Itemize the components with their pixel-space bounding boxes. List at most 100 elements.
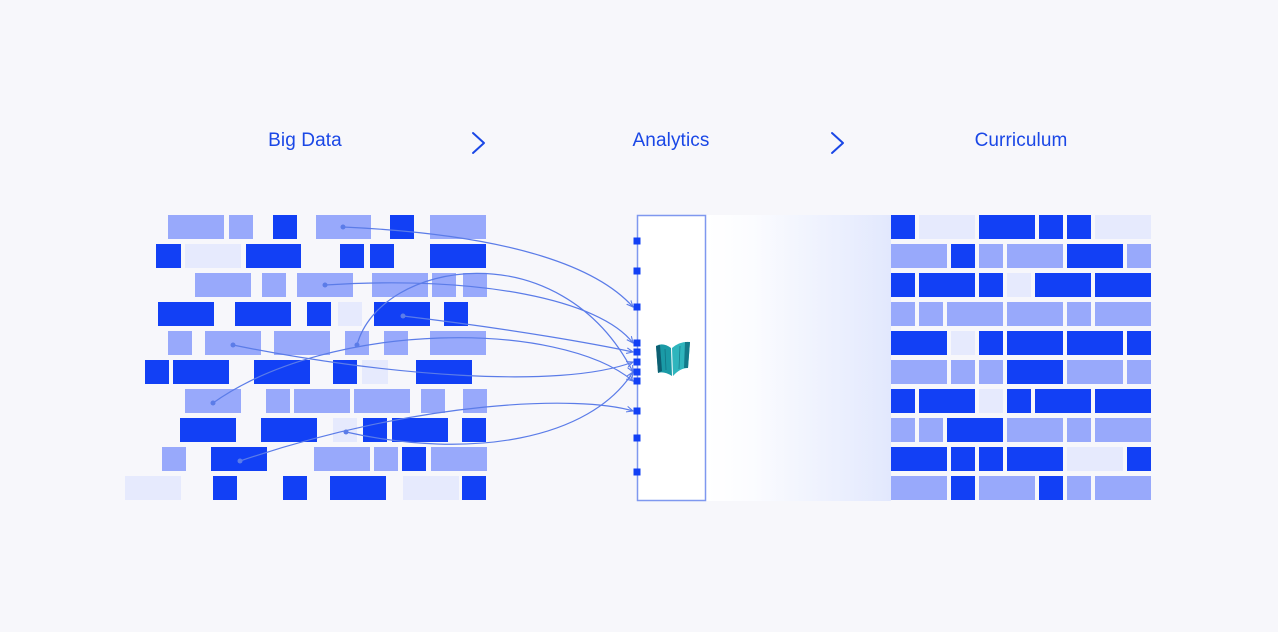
curriculum-block: [919, 389, 975, 413]
analytics-panel: [636, 214, 707, 502]
data-block: [462, 476, 486, 500]
curriculum-block: [1095, 215, 1151, 239]
data-block: [262, 273, 286, 297]
curriculum-block: [891, 331, 947, 355]
connector-line: [239, 402, 633, 462]
data-block: [274, 331, 330, 355]
curriculum-block: [1035, 389, 1091, 413]
curriculum-block: [1035, 273, 1091, 297]
data-block: [462, 418, 486, 442]
data-connectors: [210, 224, 634, 464]
curriculum-block: [1007, 360, 1063, 384]
big-data-blocks: [125, 215, 487, 500]
curriculum-block: [979, 447, 1003, 471]
connector-line: [324, 282, 633, 343]
data-block: [362, 360, 388, 384]
curriculum-block: [951, 331, 975, 355]
connector-origin-dot: [230, 342, 236, 348]
curriculum-block: [1127, 360, 1151, 384]
curriculum-block: [951, 360, 975, 384]
input-port: [633, 358, 641, 366]
curriculum-block: [979, 389, 1003, 413]
curriculum-block: [979, 215, 1035, 239]
data-block: [340, 244, 364, 268]
input-port: [633, 407, 641, 415]
curriculum-block: [1039, 476, 1063, 500]
connector-line: [345, 372, 633, 445]
input-port: [633, 303, 641, 311]
curriculum-block: [1067, 244, 1123, 268]
data-block: [421, 389, 445, 413]
input-port: [633, 339, 641, 347]
curriculum-block: [1007, 418, 1063, 442]
connector-origin-dot: [237, 458, 243, 464]
stage-label-analytics: Analytics: [632, 130, 710, 151]
curriculum-block: [947, 418, 1003, 442]
curriculum-block: [1067, 215, 1091, 239]
data-block: [235, 302, 291, 326]
curriculum-block: [1007, 273, 1031, 297]
curriculum-block: [891, 447, 947, 471]
data-block: [173, 360, 229, 384]
stage-label-big-data: Big Data: [268, 130, 342, 151]
curriculum-block: [1007, 302, 1063, 326]
data-block: [213, 476, 237, 500]
curriculum-block: [919, 273, 975, 297]
data-block: [370, 244, 394, 268]
curriculum-block: [1007, 389, 1031, 413]
curriculum-block: [1095, 302, 1151, 326]
data-block: [430, 244, 486, 268]
data-block: [416, 360, 472, 384]
data-block: [294, 389, 350, 413]
data-block: [374, 447, 398, 471]
connector-line: [402, 315, 633, 352]
curriculum-block: [1127, 244, 1151, 268]
connector-origin-dot: [210, 400, 216, 406]
curriculum-block: [1067, 476, 1091, 500]
input-port: [633, 468, 641, 476]
curriculum-block: [891, 360, 947, 384]
connector-line: [342, 226, 633, 307]
curriculum-block: [1127, 447, 1151, 471]
transform-gradient-band: [706, 215, 891, 501]
curriculum-block: [1007, 447, 1063, 471]
curriculum-block: [1095, 418, 1151, 442]
chevron-right-icon: [831, 132, 844, 154]
curriculum-block: [891, 418, 915, 442]
data-block: [283, 476, 307, 500]
data-block: [246, 244, 301, 268]
curriculum-block: [947, 302, 1003, 326]
data-block: [354, 389, 410, 413]
data-block: [145, 360, 169, 384]
data-block: [229, 215, 253, 239]
input-port: [633, 267, 641, 275]
connector-line: [232, 344, 633, 378]
input-port: [633, 348, 641, 356]
data-block: [273, 215, 297, 239]
curriculum-block: [891, 302, 915, 326]
curriculum-block: [1095, 476, 1151, 500]
data-block: [254, 360, 310, 384]
data-block: [156, 244, 181, 268]
curriculum-block: [891, 389, 915, 413]
curriculum-block: [1067, 302, 1091, 326]
curriculum-block: [1007, 331, 1063, 355]
data-block: [195, 273, 251, 297]
chevron-right-icon: [472, 132, 485, 154]
data-block: [168, 215, 224, 239]
curriculum-block: [979, 331, 1003, 355]
curriculum-block: [919, 215, 975, 239]
data-block: [162, 447, 186, 471]
curriculum-block: [891, 215, 915, 239]
curriculum-block: [979, 244, 1003, 268]
data-block: [430, 331, 486, 355]
curriculum-blocks: [891, 215, 1151, 500]
data-block: [185, 244, 241, 268]
data-block: [392, 418, 448, 442]
data-block: [168, 331, 192, 355]
data-block: [463, 273, 487, 297]
stage-label-curriculum: Curriculum: [974, 130, 1068, 151]
curriculum-block: [1067, 360, 1123, 384]
